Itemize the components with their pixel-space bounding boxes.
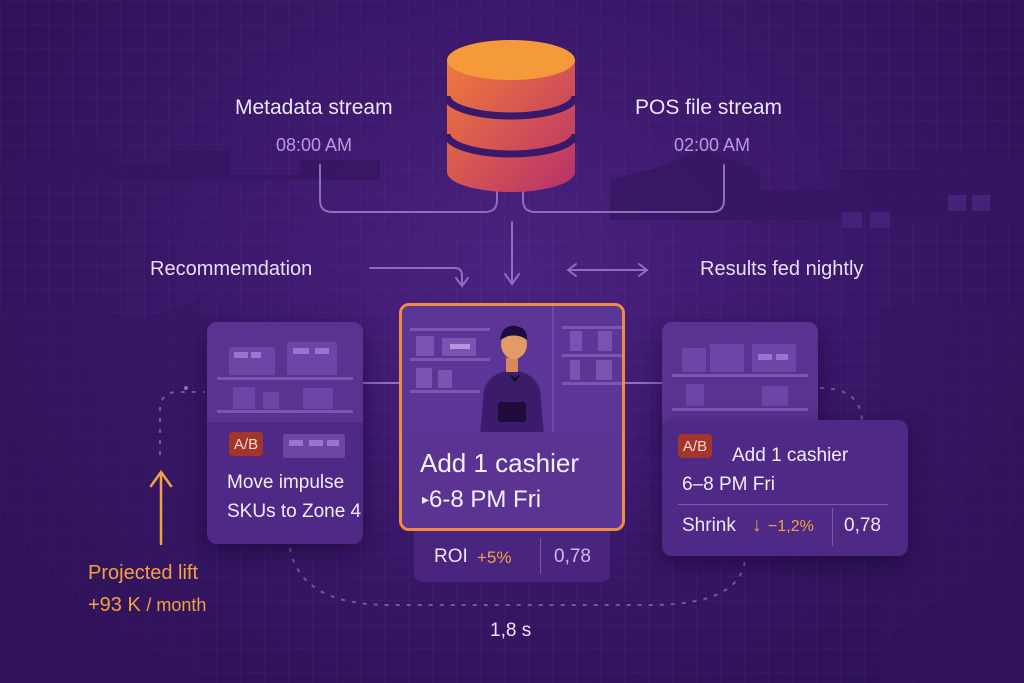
metadata-stream-label: Metadata stream <box>235 96 393 119</box>
right-card-line2: 6–8 PM Fri <box>682 474 775 495</box>
center-card-line2: 6-8 PM Fri <box>429 486 542 513</box>
center-card-footer <box>402 432 622 528</box>
shrink-label: Shrink <box>682 515 736 536</box>
shrink-value: −1,2% <box>768 518 814 535</box>
projected-lift-row: +93 K / month <box>88 594 206 617</box>
right-score: 0,78 <box>844 515 881 536</box>
left-card-line1: Move impulse <box>227 472 345 493</box>
left-recommendation-card[interactable]: A/B Move impulse SKUs to Zone 4 <box>207 322 363 544</box>
cashier-scene-image <box>402 306 622 436</box>
center-metrics-panel: ROI +5% 0,78 <box>414 530 610 582</box>
results-label: Results fed nightly <box>700 258 864 280</box>
roi-value: +5% <box>477 548 512 567</box>
shelf-thumbnail-icon <box>283 434 345 458</box>
pos-stream-time: 02:00 AM <box>674 135 751 155</box>
projected-lift-label: Projected lift <box>88 562 199 584</box>
center-recommendation-card[interactable]: Add 1 cashier ▸6-8 PM Fri <box>399 303 625 531</box>
ab-test-badge: A/B <box>229 432 263 456</box>
up-arrow-icon <box>149 469 173 546</box>
ab-test-badge: A/B <box>678 434 712 458</box>
store-shelf-image <box>207 322 363 422</box>
pos-stream-label: POS file stream <box>635 96 783 119</box>
right-results-card[interactable]: A/B Add 1 cashier 6–8 PM Fri Shrink ↓ −1… <box>662 420 908 556</box>
play-icon: ▸ <box>422 491 430 507</box>
metadata-stream-time: 08:00 AM <box>276 135 353 155</box>
right-card-divider <box>678 504 888 505</box>
store-shelf-image <box>662 322 818 432</box>
roi-label: ROI <box>434 546 468 567</box>
recommendation-label: Recommemdation <box>150 258 313 280</box>
center-card-line2-wrap: ▸6-8 PM Fri <box>422 486 541 514</box>
center-card-line1: Add 1 cashier <box>420 448 579 478</box>
latency-label: 1,8 s <box>490 620 532 641</box>
projected-lift-value: +93 K <box>88 594 141 616</box>
right-card-line1: Add 1 cashier <box>732 445 849 466</box>
metrics-divider <box>540 538 541 574</box>
projected-lift-unit: / month <box>146 595 207 615</box>
database-icon <box>445 40 577 192</box>
center-score: 0,78 <box>554 546 591 567</box>
left-card-line2: SKUs to Zone 4 <box>227 501 362 522</box>
shrink-down-arrow-icon: ↓ <box>752 515 762 536</box>
metrics-divider <box>832 508 833 546</box>
right-card-image-panel <box>662 322 818 432</box>
